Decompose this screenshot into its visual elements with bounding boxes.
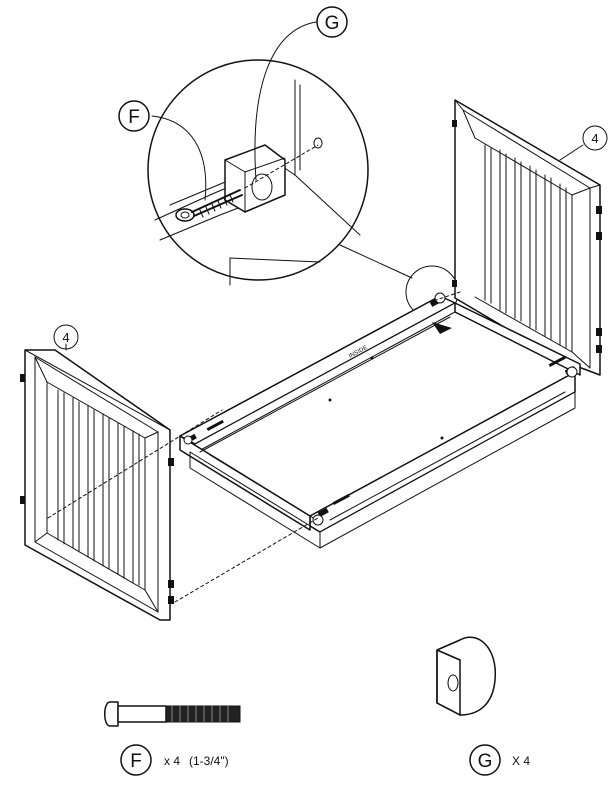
panel-number-right-label: 4 (591, 131, 598, 146)
bolt-f-illustration (104, 701, 241, 727)
block-g-illustration (436, 636, 496, 716)
part-f-letter: F (130, 751, 142, 772)
panel-number-right: 4 (559, 125, 608, 161)
bed-rail-frame: INSIDE (179, 292, 581, 549)
left-end-panel (20, 349, 174, 621)
callout-f-label: F (128, 107, 140, 128)
callout-f: F (118, 100, 207, 201)
part-g-quantity: X 4 (512, 754, 530, 768)
callout-g-label: G (325, 13, 340, 34)
part-f-quantity: x 4 (164, 754, 180, 768)
part-f-label: F x 4 (1-3/4") (120, 744, 229, 776)
detail-zoom-view (147, 59, 413, 286)
part-f-size: (1-3/4") (189, 754, 229, 768)
right-end-panel (452, 99, 602, 376)
callout-g: G (254, 6, 348, 181)
alignment-guides (47, 291, 461, 603)
panel-number-left-label: 4 (62, 330, 69, 345)
panel-number-left: 4 (53, 324, 79, 351)
part-g-label: G X 4 (469, 744, 530, 776)
part-g-letter: G (478, 751, 493, 772)
